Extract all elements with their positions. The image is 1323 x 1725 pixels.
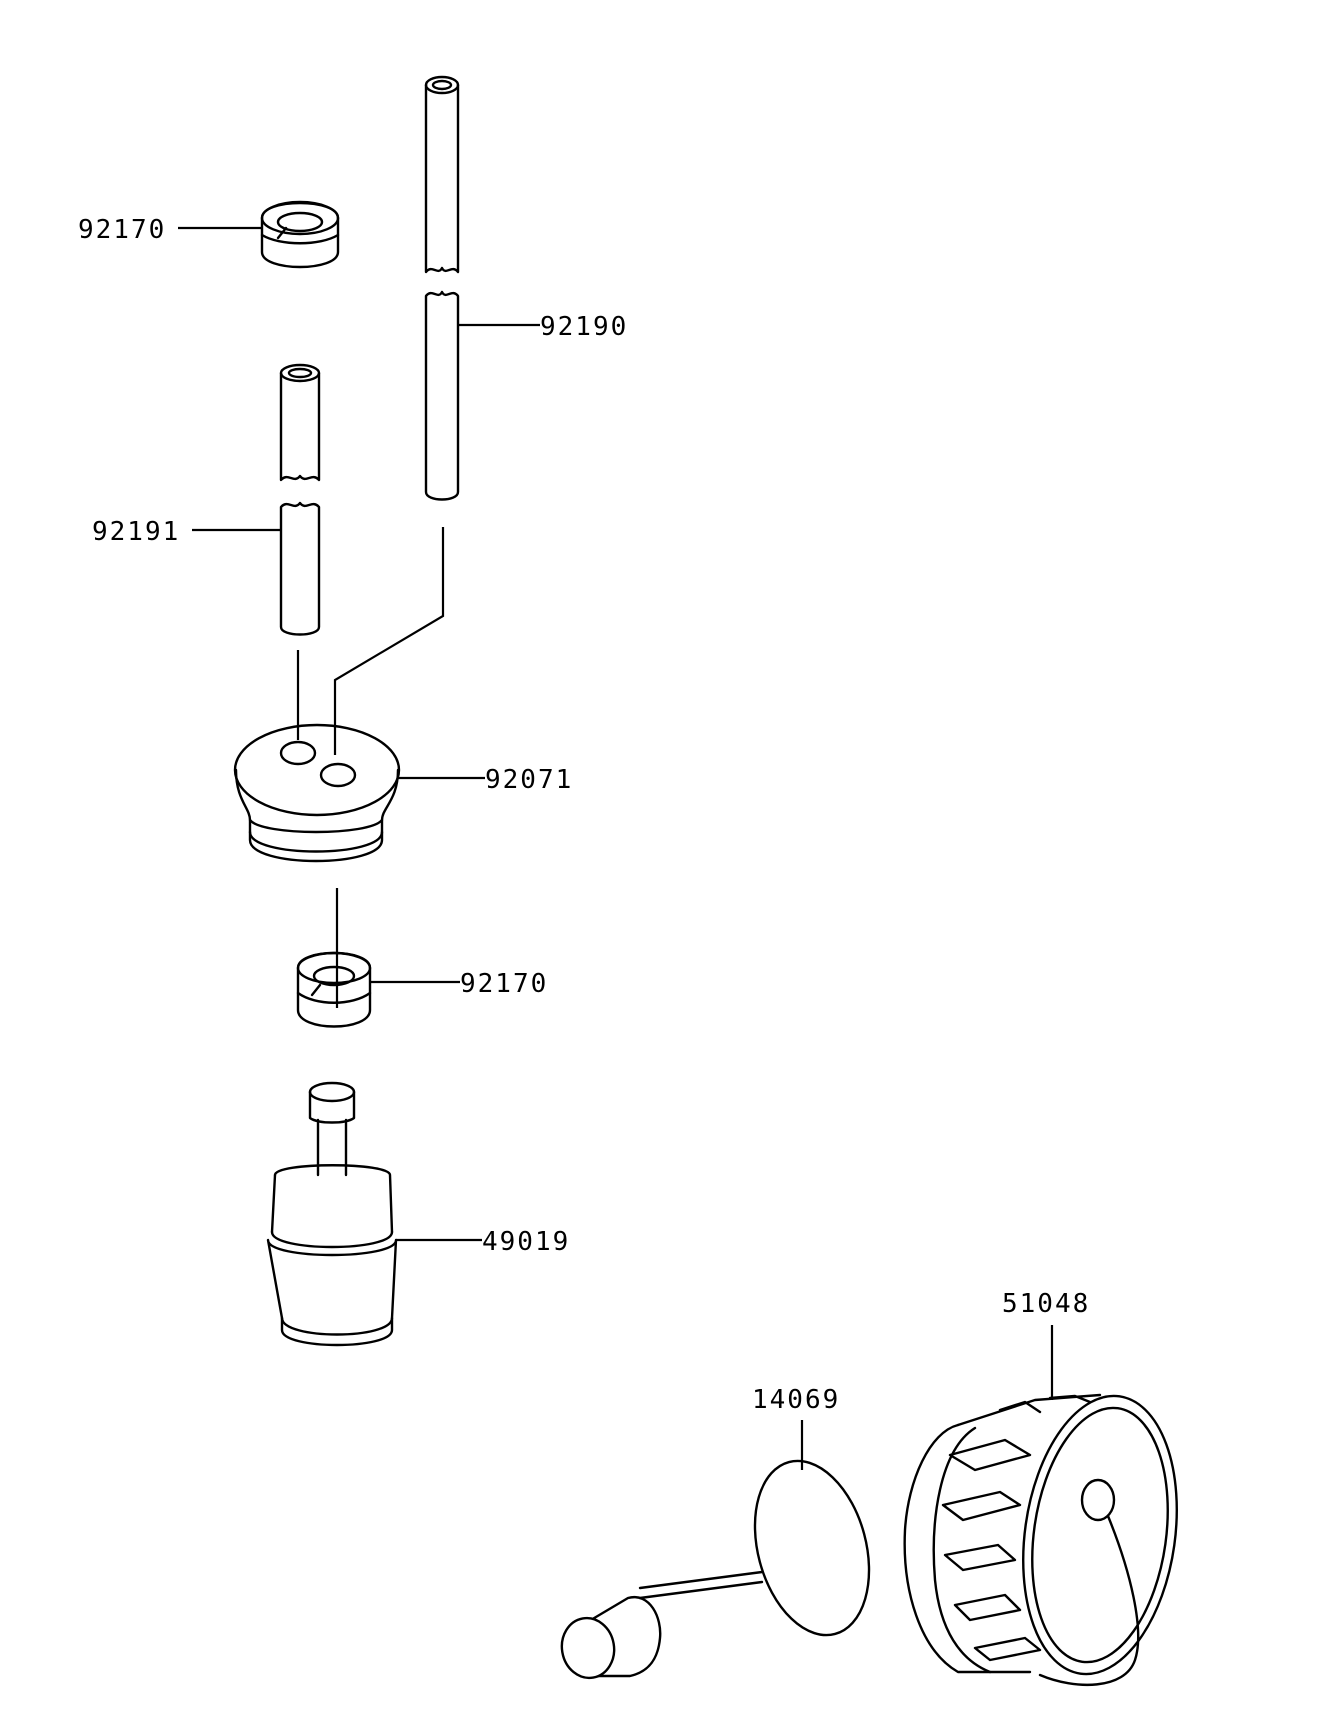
part-number-label: 49019 — [482, 1227, 570, 1257]
part-number-label: 92170 — [460, 969, 548, 999]
long-hose[interactable] — [424, 75, 460, 501]
cap-gasket[interactable] — [557, 1448, 887, 1682]
short-hose[interactable] — [279, 363, 321, 636]
part-number-label: 51048 — [1002, 1289, 1090, 1319]
grommet-ring-top[interactable] — [260, 200, 340, 269]
part-number-label: 92071 — [485, 765, 573, 795]
part-number-label: 14069 — [752, 1385, 840, 1415]
fuel-cap[interactable] — [903, 1386, 1194, 1686]
part-number-label: 92191 — [92, 517, 180, 547]
tank-grommet[interactable] — [233, 723, 401, 863]
assembly-line — [333, 527, 445, 755]
fuel-filter[interactable] — [266, 1081, 398, 1347]
part-number-label: 92190 — [540, 312, 628, 342]
grommet-ring-bottom[interactable] — [296, 951, 372, 1028]
part-number-label: 92170 — [78, 215, 166, 245]
